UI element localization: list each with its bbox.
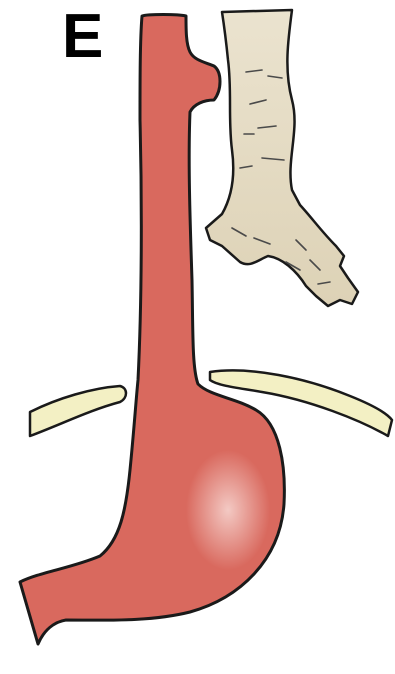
panel-label: E xyxy=(62,6,103,68)
trachea xyxy=(206,10,358,306)
